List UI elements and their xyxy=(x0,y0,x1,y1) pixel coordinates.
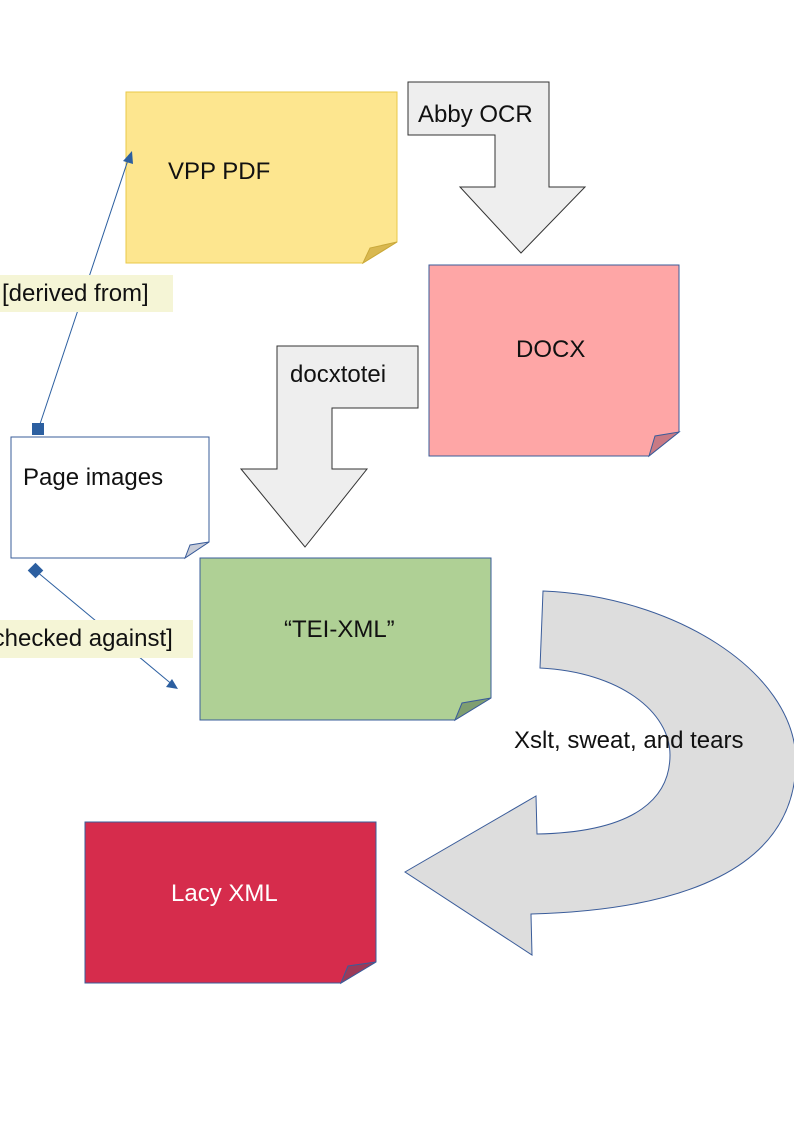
page-images-node: Page images xyxy=(10,436,210,560)
checked-against-relation: [checked against] xyxy=(0,620,193,658)
lacy-xml-label: Lacy XML xyxy=(171,880,278,907)
abby-ocr-arrow: Abby OCR xyxy=(407,81,587,254)
xslt-curved-arrow: Xslt, sweat, and tears xyxy=(404,590,794,956)
connector-start-marker xyxy=(32,423,44,435)
checked-against-label: [checked against] xyxy=(0,625,173,652)
derived-from-relation: [derived from] xyxy=(0,275,173,312)
derived-from-label: [derived from] xyxy=(2,280,149,307)
docxtotei-arrow: docxtotei xyxy=(239,345,419,548)
xslt-label: Xslt, sweat, and tears xyxy=(514,727,743,754)
vpp-pdf-label: VPP PDF xyxy=(168,158,270,185)
lacy-xml-node: Lacy XML xyxy=(84,821,377,985)
docx-label: DOCX xyxy=(516,336,585,363)
tei-xml-node: “TEI-XML” xyxy=(199,557,492,722)
page-images-label: Page images xyxy=(23,464,163,491)
connector-start-marker xyxy=(27,562,44,579)
docx-node: DOCX xyxy=(428,264,681,458)
abby-ocr-label: Abby OCR xyxy=(418,101,533,128)
tei-xml-label: “TEI-XML” xyxy=(284,616,395,643)
vpp-pdf-node: VPP PDF xyxy=(125,91,398,265)
docxtotei-label: docxtotei xyxy=(290,361,386,388)
arrowhead-icon xyxy=(166,679,178,689)
arrowhead-icon xyxy=(123,151,133,164)
